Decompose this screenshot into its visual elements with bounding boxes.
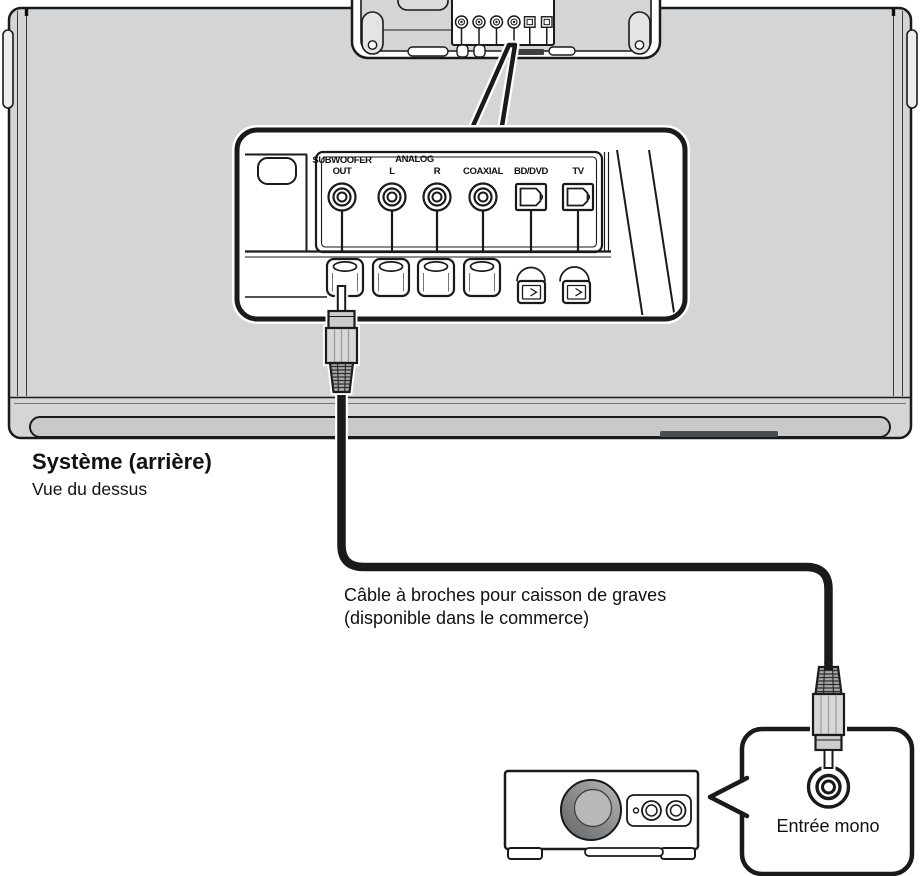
label-tv: TV <box>572 166 584 177</box>
subwoofer-input-panel <box>626 794 692 827</box>
mono-input-label: Entrée mono <box>776 816 880 836</box>
rca-jack-icon-coaxial <box>468 182 498 212</box>
rca-jack-icon-analog-l <box>377 182 407 212</box>
rear-panel-callout <box>232 125 690 324</box>
power-led <box>632 807 640 814</box>
plug-pin <box>336 285 347 313</box>
rca-jack-icon-subwoofer-out <box>327 182 357 212</box>
subwoofer-lip <box>584 847 664 857</box>
physical-rca-jacks <box>325 257 502 298</box>
rear-panel-plate <box>314 150 604 254</box>
optical-icon-bd-dvd <box>514 182 548 212</box>
system-title: Système (arrière) <box>32 449 212 474</box>
callout-tail <box>710 777 746 817</box>
label-subwoofer-out-line1: SUBWOOFER <box>312 155 372 166</box>
bay-boss-left <box>361 11 384 55</box>
label-coaxial: COAXIAL <box>463 166 503 177</box>
bay-jack-panel <box>451 0 555 46</box>
label-bd-dvd: BD/DVD <box>513 166 549 177</box>
cable-label-line1: Câble à broches pour caisson de graves <box>344 585 667 605</box>
screw-icon <box>634 40 645 50</box>
rear-vent <box>660 431 778 437</box>
bay-tab <box>397 0 449 11</box>
optical-icon-tv <box>561 182 595 212</box>
rca-plug-top <box>323 283 360 395</box>
bay-boss-right <box>628 11 651 55</box>
cable-label-line2: (disponible dans le commerce) <box>344 608 590 628</box>
right-edge-slot <box>906 29 918 109</box>
left-edge-slot <box>2 29 14 109</box>
label-analog: ANALOG <box>395 154 434 165</box>
subwoofer-unit <box>503 769 700 860</box>
physical-optical-jacks <box>516 279 592 305</box>
rca-jack-icon-analog-r <box>422 182 452 212</box>
plug-pin <box>823 749 834 769</box>
rca-plug-bottom <box>810 663 847 771</box>
plug-collar <box>327 309 356 330</box>
system-view-label: Vue du dessus <box>32 479 148 499</box>
bay-rca-icons <box>454 15 521 29</box>
mono-input-jack-icon <box>806 765 851 809</box>
zoom-pointer <box>468 40 520 131</box>
label-analog-l: L <box>389 166 395 177</box>
mono-input-callout <box>707 724 917 876</box>
label-analog-r: R <box>433 166 441 177</box>
label-subwoofer-out-line2: OUT <box>332 166 352 177</box>
subwoofer-foot-right <box>660 847 696 860</box>
screw-icon <box>367 40 378 50</box>
plug-collar <box>814 733 843 752</box>
physical-jack-row <box>245 250 611 305</box>
subwoofer-foot-left <box>507 847 543 860</box>
subwoofer-cable <box>335 392 835 670</box>
bay-optical-icons <box>523 16 553 28</box>
